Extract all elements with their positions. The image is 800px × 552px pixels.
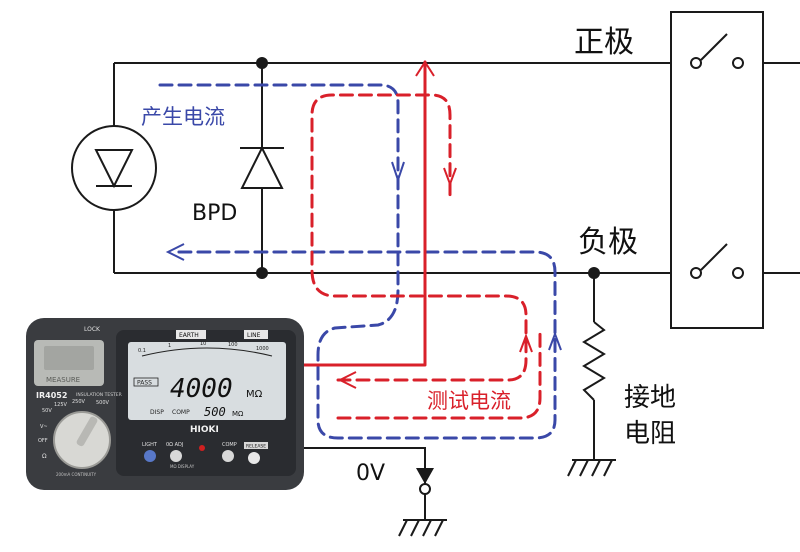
arrow-down-icon xyxy=(416,468,434,484)
speaker-grille xyxy=(44,346,94,370)
scale-tick: 1 xyxy=(168,343,171,349)
range-label: 50V xyxy=(42,408,52,414)
zigzag-resistor-icon xyxy=(582,321,606,401)
lcd-screen xyxy=(128,342,286,420)
range-label: Ω xyxy=(42,453,47,460)
model-label: IR4052 xyxy=(36,391,67,400)
warning-lamp-icon xyxy=(199,445,205,451)
test-current-solid xyxy=(298,60,427,367)
arrow-up-icon xyxy=(519,333,533,353)
model-sub-label: INSULATION TESTER xyxy=(76,392,122,398)
range-label: 500V xyxy=(96,400,110,406)
arrow-down-icon xyxy=(391,161,405,184)
analog-scale-arc xyxy=(141,347,273,357)
scale-tick: 10 xyxy=(200,341,206,347)
scale-tick: 100 xyxy=(228,342,238,348)
junction-dot xyxy=(256,57,268,69)
line-terminal-tag xyxy=(244,330,268,339)
test-current-label: 测试电流 xyxy=(427,389,511,413)
junction-box xyxy=(670,11,764,329)
arrow-down-icon xyxy=(443,167,457,187)
comp-button[interactable] xyxy=(222,450,234,462)
lcd-main-unit: MΩ xyxy=(246,389,263,400)
range-dial-pointer xyxy=(76,416,98,447)
arrow-left-icon xyxy=(337,371,357,389)
pass-label: PASS xyxy=(137,380,152,387)
switch-icon xyxy=(690,33,744,69)
ground-icon xyxy=(398,483,447,537)
release-button[interactable] xyxy=(248,452,260,464)
light-button[interactable] xyxy=(144,450,156,462)
grounding-label-line2: 电阻 xyxy=(624,419,676,449)
comp-label: COMP xyxy=(172,409,190,416)
range-label: 250V xyxy=(72,399,86,405)
lcd-sub-unit: MΩ xyxy=(232,410,244,418)
light-button-label: LIGHT xyxy=(142,442,158,448)
lcd-sub-value: 500 xyxy=(204,405,226,419)
earth-terminal-tag xyxy=(176,330,206,339)
diode-icon xyxy=(94,149,134,189)
lock-label: LOCK xyxy=(84,326,101,333)
arrow-up-icon xyxy=(548,331,562,351)
scale-tick: 0.1 xyxy=(138,348,146,354)
insulation-tester: LOCK MEASURE IR4052 INSULATION TESTER EA… xyxy=(26,318,304,490)
zero-volt-label: 0V xyxy=(356,461,385,486)
earth-label: EARTH xyxy=(179,332,199,339)
diode-icon xyxy=(240,145,284,189)
ground-icon xyxy=(567,459,616,477)
brand-label: HIOKI xyxy=(190,425,219,435)
generated-current-arrows xyxy=(165,161,562,351)
test-current-path xyxy=(298,60,542,420)
range-label: OFF xyxy=(38,438,48,444)
adj-button-label: 0Ω ADJ xyxy=(166,442,183,448)
bpd-label: BPD xyxy=(192,201,237,226)
scale-tick: 1000 xyxy=(256,346,269,352)
grounding-label-line1: 接地 xyxy=(624,383,676,413)
line-label: LINE xyxy=(247,332,261,339)
display-caption: MΩ DISPLAY xyxy=(170,464,195,469)
generated-current-label: 产生电流 xyxy=(141,105,225,129)
junction-dot xyxy=(256,267,268,279)
arrow-left-icon xyxy=(165,243,185,261)
release-label: RELEASE xyxy=(246,444,266,450)
switch-icon xyxy=(690,243,744,279)
release-tag xyxy=(244,442,268,449)
junction-dots xyxy=(256,57,600,279)
negative-label: 负极 xyxy=(578,225,638,260)
generated-current-path xyxy=(158,83,557,440)
lcd-main-value: 4000 xyxy=(170,374,233,404)
range-label: V~ xyxy=(40,424,48,430)
panel-diode-icon xyxy=(71,125,157,211)
continuity-caption: 200mA CONTINUITY xyxy=(56,472,97,477)
zero-adjust-button[interactable] xyxy=(170,450,182,462)
measure-label: MEASURE xyxy=(46,376,80,384)
bpd-diode-icon xyxy=(240,145,284,189)
comp-button-label: COMP xyxy=(222,442,237,448)
junction-box-frame xyxy=(670,11,764,329)
positive-label: 正极 xyxy=(574,25,634,60)
arrow-up-icon xyxy=(415,60,435,77)
disp-label: DISP xyxy=(150,409,164,416)
junction-dot xyxy=(588,267,600,279)
range-label: 125V xyxy=(54,402,68,408)
pass-badge xyxy=(133,377,159,387)
test-current-arrows xyxy=(337,60,533,389)
